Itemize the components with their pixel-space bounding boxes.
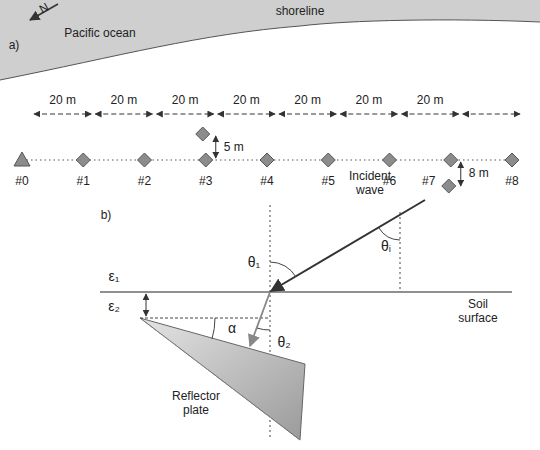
dimension-label: 8 m bbox=[469, 167, 489, 181]
part-label: Reflector plate bbox=[161, 390, 231, 418]
station-label: #4 bbox=[260, 175, 273, 189]
station-label: #0 bbox=[15, 175, 28, 189]
panel-label: a) bbox=[9, 39, 20, 53]
angle-label: θ₁ bbox=[248, 254, 261, 270]
station-label: #7 bbox=[422, 175, 435, 189]
dimension-label: 20 m bbox=[49, 94, 76, 108]
shoreline-line bbox=[0, 20, 540, 80]
dimension-label: 20 m bbox=[233, 94, 260, 108]
angle-label: θᵢ bbox=[381, 238, 391, 254]
soil-surface-line bbox=[100, 291, 512, 292]
refraction-sketch bbox=[100, 200, 512, 440]
dimension-arrow bbox=[95, 114, 152, 115]
station-label: #8 bbox=[505, 175, 518, 189]
ray-label: Incident wave bbox=[339, 170, 401, 198]
station-label: #1 bbox=[77, 175, 90, 189]
sensor-marker bbox=[196, 127, 210, 141]
angle-label: θ₂ bbox=[277, 334, 290, 350]
region-label: Pacific ocean bbox=[64, 27, 135, 41]
station-label: #5 bbox=[322, 175, 335, 189]
dimension-arrow bbox=[340, 114, 397, 115]
sensor-marker bbox=[138, 153, 152, 167]
incident-ray bbox=[271, 200, 425, 291]
sensor-marker bbox=[76, 153, 90, 167]
sensor-marker bbox=[199, 153, 213, 167]
survey-line bbox=[14, 114, 520, 193]
sensor-marker bbox=[505, 153, 519, 167]
feature-label: shoreline bbox=[276, 5, 325, 19]
dimension-label: 20 m bbox=[294, 94, 321, 108]
permittivity-label: ε₂ bbox=[108, 298, 120, 314]
surface-label: Soil surface bbox=[450, 298, 506, 326]
depth-arrow bbox=[146, 294, 147, 316]
compass-letter: N bbox=[37, 1, 51, 17]
dimension-label: 20 m bbox=[417, 94, 444, 108]
permittivity-label: ε₁ bbox=[109, 268, 120, 284]
sensor-marker bbox=[260, 153, 274, 167]
dimension-arrow bbox=[218, 114, 275, 115]
dimension-label: 20 m bbox=[356, 94, 383, 108]
dimension-arrow bbox=[402, 114, 459, 115]
dimension-label: 20 m bbox=[111, 94, 138, 108]
sensor-marker bbox=[444, 153, 458, 167]
dimension-arrow bbox=[279, 114, 336, 115]
station-label: #3 bbox=[199, 175, 212, 189]
angle-label: α bbox=[228, 320, 236, 336]
reflector-plate bbox=[140, 318, 305, 440]
dimension-arrow bbox=[157, 114, 214, 115]
station-label: #2 bbox=[138, 175, 151, 189]
refracted-ray bbox=[250, 292, 270, 346]
sensor-marker bbox=[321, 153, 335, 167]
sensor-marker bbox=[383, 153, 397, 167]
dimension-arrow bbox=[463, 114, 520, 115]
dimension-label: 5 m bbox=[224, 141, 244, 155]
sensor-marker bbox=[442, 179, 456, 193]
ocean bbox=[0, 0, 540, 80]
dimension-arrow bbox=[34, 114, 91, 115]
panel-label: b) bbox=[101, 209, 112, 223]
dimension-label: 20 m bbox=[172, 94, 199, 108]
reference-marker bbox=[14, 152, 30, 166]
